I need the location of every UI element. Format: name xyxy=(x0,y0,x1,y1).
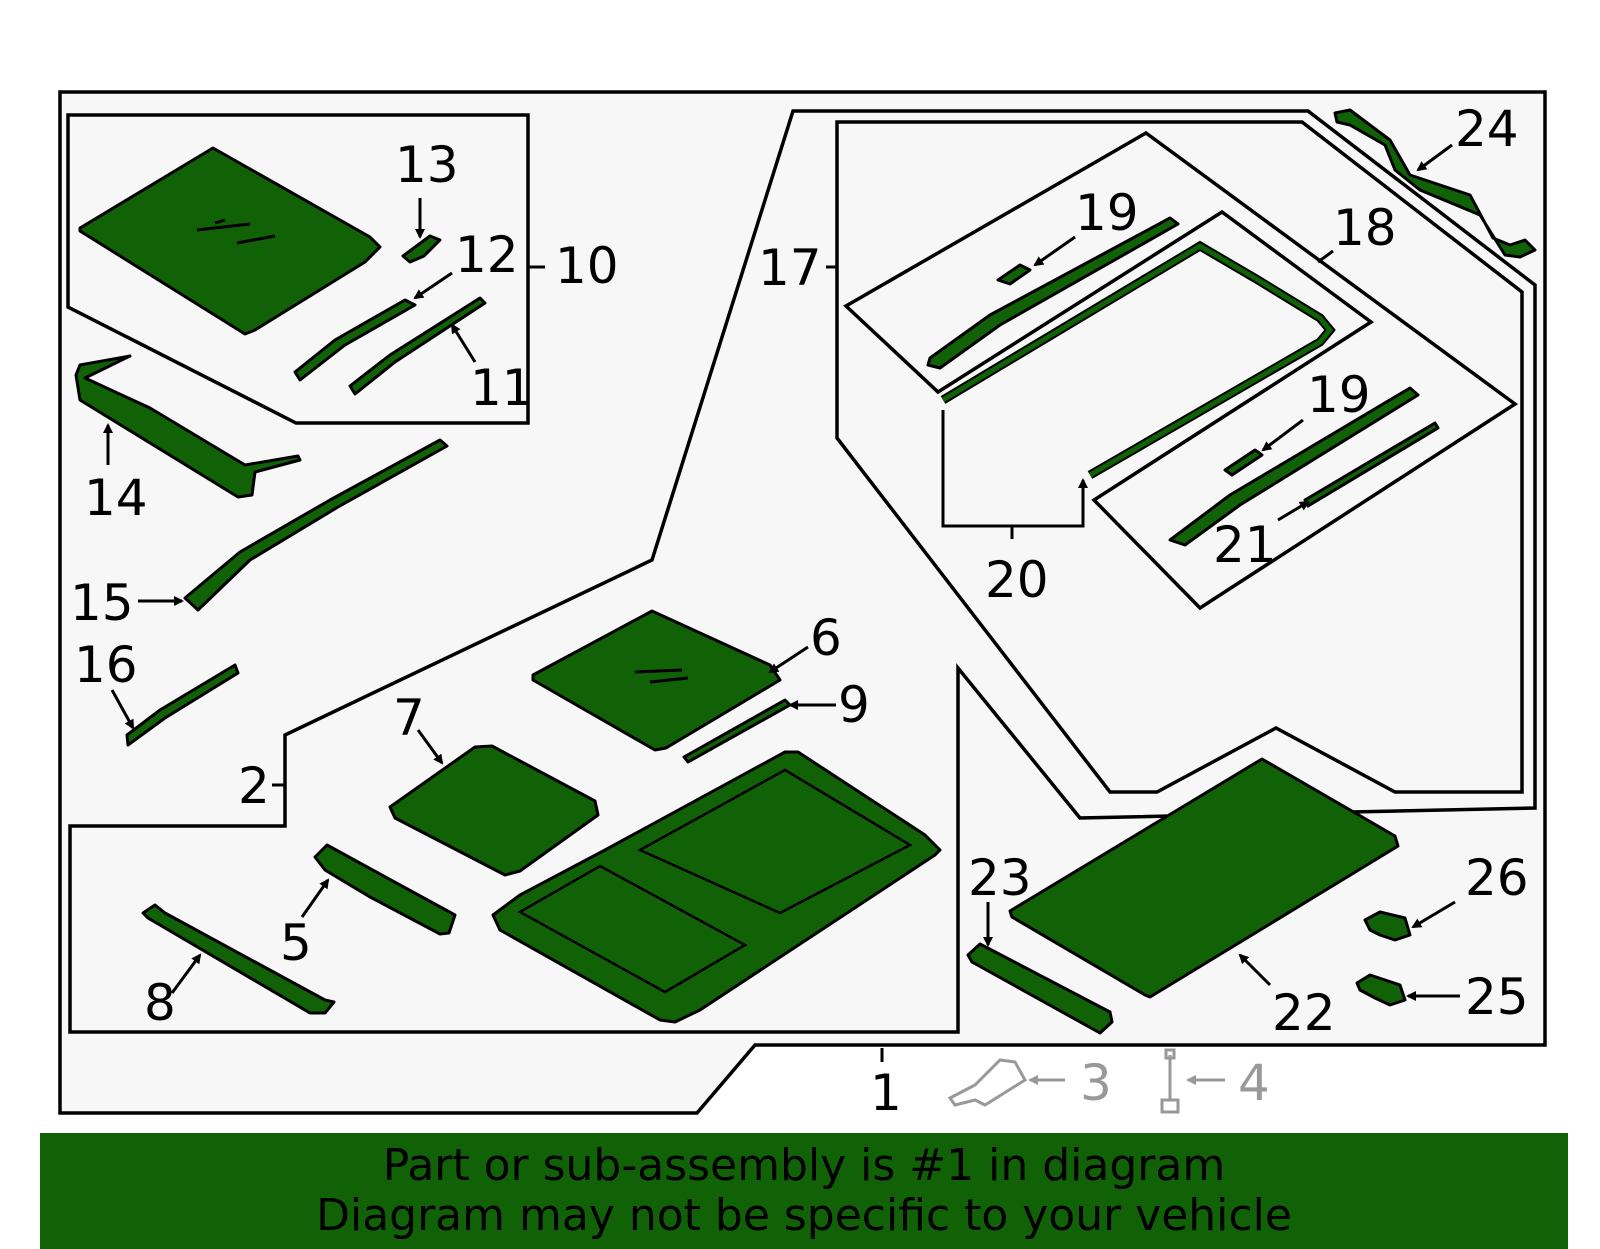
frame-opening-rear xyxy=(637,768,913,915)
leader-6 xyxy=(768,645,809,674)
part-11-rail xyxy=(348,296,487,396)
sunroof-frame xyxy=(491,750,942,1024)
part-22-shade xyxy=(1008,757,1400,999)
callout-3: 3 xyxy=(1080,1054,1112,1112)
subassembly-18-box xyxy=(843,130,1519,611)
callout-9: 9 xyxy=(838,676,870,734)
callout-15: 15 xyxy=(70,574,134,632)
leader-8 xyxy=(170,953,202,994)
callout-8: 8 xyxy=(144,974,176,1032)
leader-24 xyxy=(1416,143,1453,172)
part-13-clip xyxy=(401,234,442,264)
glass-glare-mark xyxy=(196,218,276,245)
rear-glass-glare-mark xyxy=(634,668,689,684)
callout-18: 18 xyxy=(1333,199,1397,257)
part-26-motor xyxy=(1363,910,1412,942)
banner-line-1: Part or sub-assembly is #1 in diagram xyxy=(382,1140,1226,1191)
callout-25: 25 xyxy=(1465,968,1529,1026)
part-7-seal xyxy=(388,744,600,877)
callout-20: 20 xyxy=(985,551,1049,609)
part-19-upper-rail xyxy=(926,216,1180,370)
leader-16 xyxy=(110,689,135,730)
part-8-rail xyxy=(141,903,336,1015)
part-16-strip xyxy=(125,663,240,747)
leader-21 xyxy=(1277,500,1310,522)
callout-13: 13 xyxy=(395,136,459,194)
disclaimer-banner: Part or sub-assembly is #1 in diagram Di… xyxy=(40,1133,1568,1249)
part-23-rail xyxy=(966,942,1114,1035)
part-19-lower-clip xyxy=(1223,448,1264,477)
leader-19b xyxy=(1261,418,1304,452)
part-3-bracket xyxy=(947,1058,1028,1107)
part-24-cable xyxy=(1333,108,1537,259)
part-25-motor xyxy=(1355,973,1407,1007)
callout-2: 2 xyxy=(238,757,270,815)
callout-12: 12 xyxy=(455,226,519,284)
subassembly-10-box xyxy=(66,113,530,425)
leader-19a xyxy=(1033,235,1076,267)
leader-12 xyxy=(413,271,453,300)
callout-21: 21 xyxy=(1213,516,1277,574)
callout-24: 24 xyxy=(1455,100,1519,158)
callout-7: 7 xyxy=(393,689,425,747)
leader-18 xyxy=(1317,249,1334,264)
leader-26 xyxy=(1411,900,1456,929)
callout-19b: 19 xyxy=(1307,366,1371,424)
part-12-rail xyxy=(293,298,417,382)
callout-14: 14 xyxy=(84,469,148,527)
leader-5 xyxy=(300,878,330,918)
leader-22 xyxy=(1238,953,1272,987)
callout-17: 17 xyxy=(758,239,822,297)
front-glass-panel xyxy=(78,146,382,336)
callout-16: 16 xyxy=(74,636,138,694)
callout-6: 6 xyxy=(810,609,842,667)
leader-7 xyxy=(416,729,444,765)
part-18-seal-ring-fill xyxy=(941,243,1334,478)
frame-opening-front xyxy=(517,864,748,994)
leader-11 xyxy=(450,323,477,363)
part-5-deflector xyxy=(313,843,457,936)
part-15-rail xyxy=(183,438,449,612)
callout-5: 5 xyxy=(280,914,312,972)
subassembly-2-box xyxy=(68,109,1537,1034)
callout-1: 1 xyxy=(870,1064,902,1122)
part-19-lower-rail xyxy=(1168,386,1420,547)
part-4-bolt xyxy=(1160,1048,1180,1114)
callout-19a: 19 xyxy=(1075,184,1139,242)
callout-11: 11 xyxy=(470,359,534,417)
subassembly-17-box xyxy=(835,120,1524,794)
callout-26: 26 xyxy=(1465,849,1529,907)
callout-10: 10 xyxy=(555,237,619,295)
part-19-upper-clip xyxy=(996,263,1032,286)
callout-23: 23 xyxy=(968,849,1032,907)
part-14-deflector xyxy=(74,354,302,499)
callout-22: 22 xyxy=(1272,984,1336,1042)
callout-4: 4 xyxy=(1238,1054,1270,1112)
banner-line-2: Diagram may not be specific to your vehi… xyxy=(316,1190,1292,1241)
